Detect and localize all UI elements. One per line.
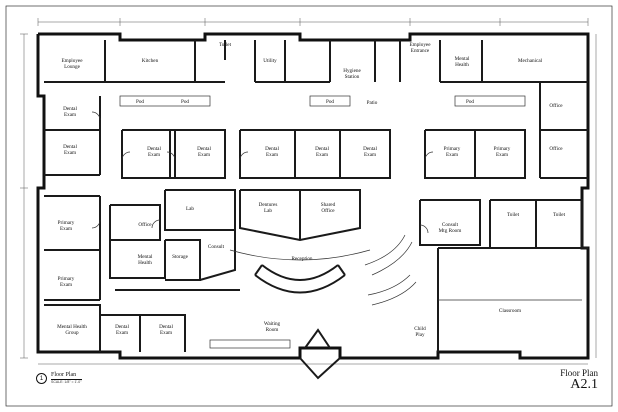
room-toilet-r1: Toilet bbox=[507, 212, 520, 218]
room-lab: Lab bbox=[186, 206, 194, 212]
exterior-walls bbox=[36, 32, 590, 360]
view-title: Floor Plan bbox=[51, 372, 82, 380]
room-classroom: Classroom bbox=[499, 308, 521, 314]
room-office-center: Office bbox=[138, 221, 152, 228]
room-pod-2: Pod bbox=[181, 99, 189, 105]
sheet-title-block: Floor Plan A2.1 bbox=[560, 368, 598, 392]
room-mechanical: Mechanical bbox=[518, 58, 543, 64]
sheet-number: A2.1 bbox=[570, 377, 598, 392]
view-scale: SCALE: 1/8" = 1'-0" bbox=[51, 380, 82, 384]
room-consult-mid: Consult bbox=[208, 244, 225, 250]
waiting-chairs bbox=[209, 234, 417, 349]
room-office-right-2: Office bbox=[549, 145, 563, 152]
sheet-border bbox=[5, 5, 613, 407]
room-pod-1: Pod bbox=[136, 99, 144, 105]
room-storage: Storage bbox=[172, 254, 189, 260]
door-swings bbox=[91, 111, 434, 234]
sheet-title: Floor Plan bbox=[560, 368, 598, 378]
room-pod-4: Pod bbox=[466, 99, 474, 105]
room-kitchen: Kitchen bbox=[142, 58, 159, 64]
view-number-bubble: 1 bbox=[36, 373, 47, 384]
room-utility: Utility bbox=[263, 58, 277, 64]
room-reception: Reception bbox=[291, 256, 312, 262]
dimension-lines bbox=[20, 18, 597, 365]
reception-desk bbox=[229, 249, 371, 294]
entry-vestibule bbox=[299, 328, 341, 380]
pod-counters bbox=[119, 95, 526, 107]
room-office-right-1: Office bbox=[549, 102, 563, 109]
view-title-legend: 1 Floor Plan SCALE: 1/8" = 1'-0" bbox=[36, 372, 82, 385]
room-toilet-top: Toilet bbox=[219, 42, 232, 48]
interior-walls bbox=[44, 40, 588, 352]
room-toilet-r2: Toilet bbox=[553, 212, 566, 218]
room-patio: Patio bbox=[367, 100, 378, 106]
room-pod-3: Pod bbox=[326, 99, 334, 105]
